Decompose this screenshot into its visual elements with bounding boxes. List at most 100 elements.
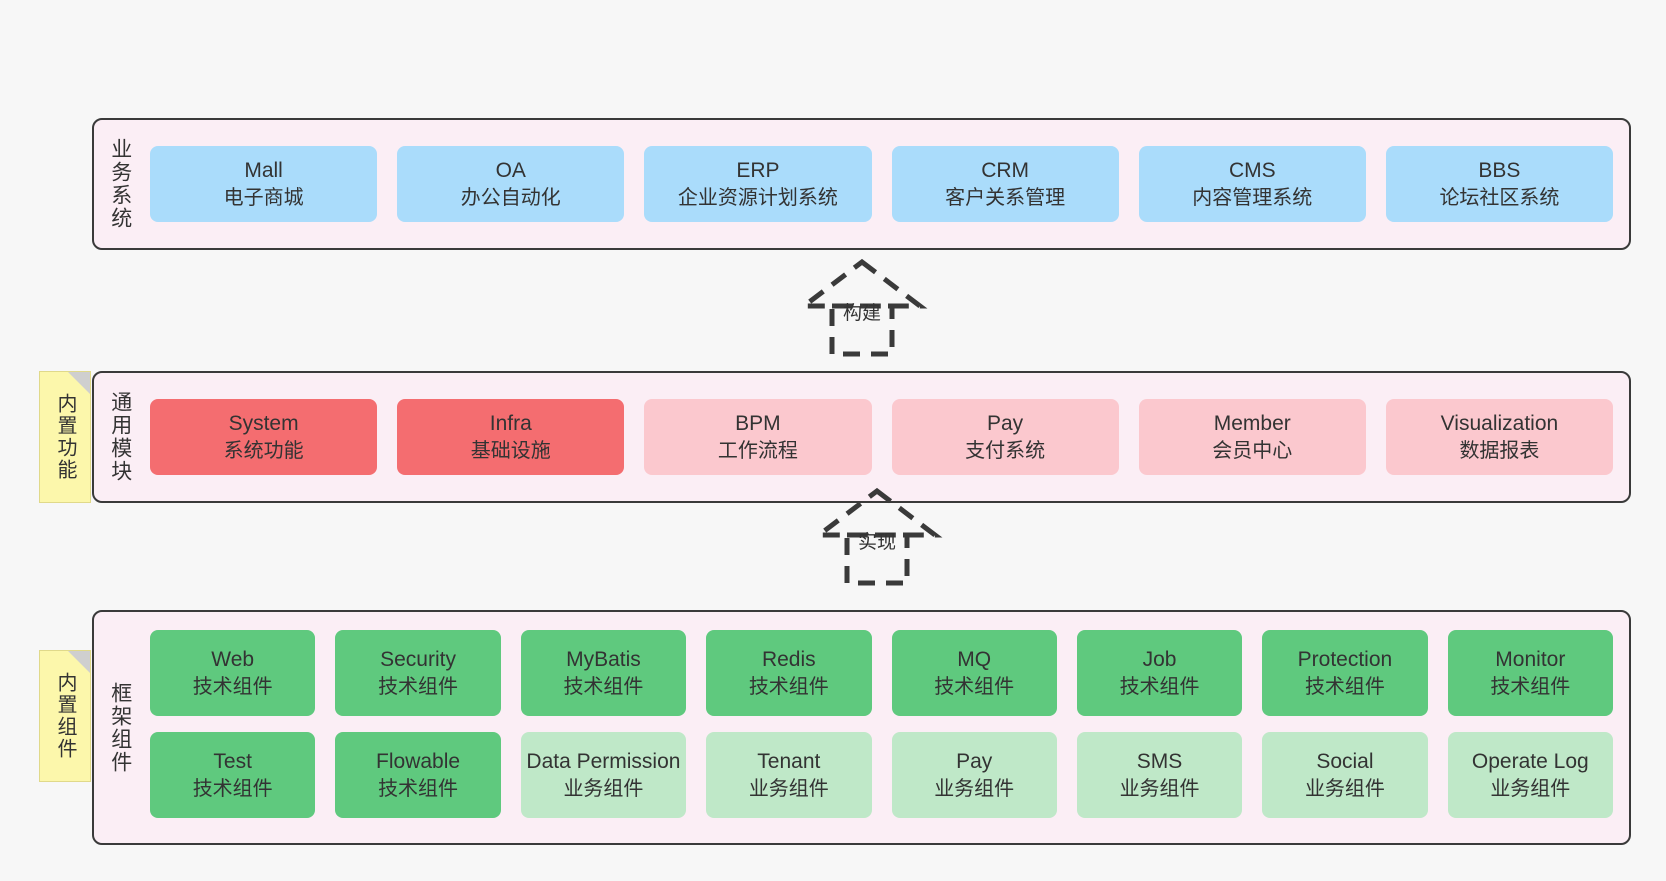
card-title: BPM	[735, 412, 781, 436]
card-subtitle: 技术组件	[563, 675, 644, 698]
card-title: SMS	[1136, 750, 1183, 774]
card-subtitle: 办公自动化	[460, 186, 561, 209]
card-subtitle: 业务组件	[1304, 777, 1385, 800]
card-visualization[interactable]: Visualization 数据报表	[1385, 399, 1614, 475]
card-oa[interactable]: OA 办公自动化	[397, 146, 625, 222]
card-subtitle: 技术组件	[1119, 675, 1200, 698]
card-title: Pay	[987, 412, 1024, 436]
card-operate-log[interactable]: Operate Log 业务组件	[1447, 732, 1613, 818]
card-title: Tenant	[757, 750, 821, 774]
card-subtitle: 业务组件	[1119, 777, 1200, 800]
card-subtitle: 技术组件	[934, 675, 1015, 698]
card-title: Test	[213, 750, 252, 774]
card-pay-component[interactable]: Pay 业务组件	[891, 732, 1057, 818]
card-subtitle: 工作流程	[717, 439, 798, 462]
framework-row-business: Test 技术组件 Flowable 技术组件 Data Permission …	[150, 732, 1613, 818]
card-crm[interactable]: CRM 客户关系管理	[891, 146, 1119, 222]
section-business-systems: 业务系统 Mall 电子商城 OA 办公自动化 ERP 企业资源计划系统 CRM…	[92, 118, 1631, 250]
card-title: OA	[495, 159, 526, 183]
card-subtitle: 技术组件	[192, 675, 273, 698]
connector-implement-label: 实现	[857, 532, 896, 553]
card-system[interactable]: System 系统功能	[150, 399, 378, 475]
card-bpm[interactable]: BPM 工作流程	[644, 399, 872, 475]
card-mq[interactable]: MQ 技术组件	[891, 630, 1057, 716]
card-subtitle: 基础设施	[470, 439, 551, 462]
card-title: Mall	[244, 159, 283, 183]
card-social[interactable]: Social 业务组件	[1262, 732, 1428, 818]
card-title: CRM	[981, 159, 1030, 183]
card-subtitle: 业务组件	[563, 777, 644, 800]
card-title: Operate Log	[1471, 750, 1589, 774]
card-title: Web	[211, 648, 255, 672]
card-subtitle: 企业资源计划系统	[677, 186, 838, 209]
card-mall[interactable]: Mall 电子商城	[150, 146, 378, 222]
card-subtitle: 技术组件	[378, 675, 459, 698]
card-data-permission[interactable]: Data Permission 业务组件	[520, 732, 687, 818]
connector-implement-arrow: 实现	[797, 487, 957, 587]
card-title: Job	[1142, 648, 1177, 672]
card-erp[interactable]: ERP 企业资源计划系统	[644, 146, 872, 222]
card-monitor[interactable]: Monitor 技术组件	[1447, 630, 1613, 716]
card-title: BBS	[1478, 159, 1521, 183]
card-title: Infra	[489, 412, 532, 436]
card-title: ERP	[736, 159, 780, 183]
card-subtitle: 数据报表	[1459, 439, 1540, 462]
card-cms[interactable]: CMS 内容管理系统	[1138, 146, 1366, 222]
card-subtitle: 技术组件	[378, 777, 459, 800]
card-subtitle: 支付系统	[965, 439, 1046, 462]
section-common-modules: 通用模块 System 系统功能 Infra 基础设施 BPM 工作流程 Pay…	[92, 371, 1631, 503]
card-test[interactable]: Test 技术组件	[150, 732, 316, 818]
card-subtitle: 技术组件	[1304, 675, 1385, 698]
card-subtitle: 技术组件	[1490, 675, 1571, 698]
card-subtitle: 业务组件	[748, 777, 829, 800]
card-subtitle: 客户关系管理	[945, 186, 1066, 209]
framework-row-technical: Web 技术组件 Security 技术组件 MyBatis 技术组件 Redi…	[150, 630, 1613, 716]
card-mybatis[interactable]: MyBatis 技术组件	[520, 630, 687, 716]
card-infra[interactable]: Infra 基础设施	[397, 399, 625, 475]
card-subtitle: 技术组件	[192, 777, 273, 800]
card-title: Security	[380, 648, 456, 672]
card-protection[interactable]: Protection 技术组件	[1262, 630, 1428, 716]
connector-build-label: 构建	[842, 303, 881, 324]
card-title: System	[228, 412, 299, 436]
section-body-common-modules: System 系统功能 Infra 基础设施 BPM 工作流程 Pay 支付系统…	[146, 373, 1629, 501]
card-flowable[interactable]: Flowable 技术组件	[335, 732, 501, 818]
card-title: Redis	[761, 648, 816, 672]
note-builtin-component: 内置组件	[39, 650, 91, 782]
card-pay-module[interactable]: Pay 支付系统	[891, 399, 1119, 475]
card-subtitle: 业务组件	[934, 777, 1015, 800]
card-member[interactable]: Member 会员中心	[1138, 399, 1366, 475]
card-subtitle: 业务组件	[1490, 777, 1571, 800]
section-label-framework-components: 框架组件	[108, 681, 132, 774]
card-title: Visualization	[1440, 412, 1559, 436]
section-body-framework-components: Web 技术组件 Security 技术组件 MyBatis 技术组件 Redi…	[146, 612, 1629, 843]
card-subtitle: 论坛社区系统	[1439, 186, 1560, 209]
card-title: MyBatis	[566, 648, 641, 672]
section-body-business-systems: Mall 电子商城 OA 办公自动化 ERP 企业资源计划系统 CRM 客户关系…	[146, 120, 1629, 248]
card-security[interactable]: Security 技术组件	[335, 630, 501, 716]
connector-build-arrow: 构建	[782, 258, 942, 358]
card-title: Monitor	[1495, 648, 1566, 672]
card-web[interactable]: Web 技术组件	[150, 630, 316, 716]
section-label-common-modules: 通用模块	[108, 391, 132, 483]
card-bbs[interactable]: BBS 论坛社区系统	[1385, 146, 1614, 222]
card-job[interactable]: Job 技术组件	[1076, 630, 1243, 716]
card-title: Protection	[1297, 648, 1393, 672]
card-title: Data Permission	[526, 750, 681, 774]
card-title: Pay	[956, 750, 993, 774]
card-title: CMS	[1228, 159, 1276, 183]
card-subtitle: 系统功能	[223, 439, 304, 462]
section-label-business-systems: 业务系统	[108, 138, 132, 230]
card-subtitle: 技术组件	[748, 675, 829, 698]
card-title: Flowable	[376, 750, 461, 774]
card-redis[interactable]: Redis 技术组件	[706, 630, 872, 716]
card-sms[interactable]: SMS 业务组件	[1076, 732, 1243, 818]
card-subtitle: 内容管理系统	[1192, 186, 1313, 209]
card-subtitle: 电子商城	[223, 186, 304, 209]
card-title: Member	[1213, 412, 1291, 436]
section-framework-components: 框架组件 Web 技术组件 Security 技术组件 MyBatis 技术组件…	[92, 610, 1631, 845]
card-title: Social	[1316, 750, 1374, 774]
card-subtitle: 会员中心	[1212, 439, 1293, 462]
card-tenant[interactable]: Tenant 业务组件	[706, 732, 872, 818]
note-builtin-function: 内置功能	[39, 371, 91, 503]
